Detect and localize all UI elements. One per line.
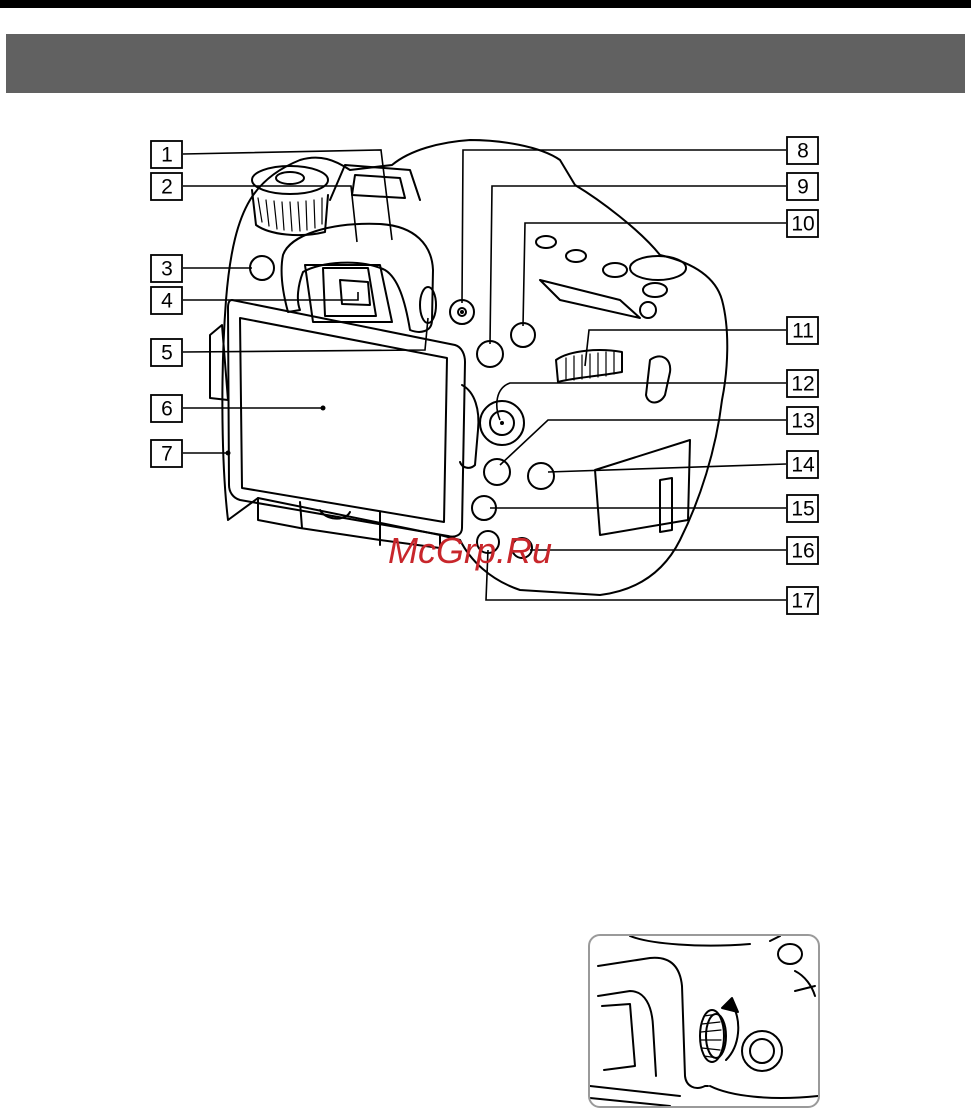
callout-10: 10 bbox=[791, 213, 814, 236]
diopter-adjust-inset bbox=[588, 934, 820, 1108]
callout-16: 16 bbox=[791, 540, 814, 563]
callout-9: 9 bbox=[797, 176, 809, 199]
callout-11: 11 bbox=[792, 320, 814, 343]
callout-13: 13 bbox=[791, 410, 814, 433]
callout-6: 6 bbox=[161, 398, 173, 421]
callout-3: 3 bbox=[161, 258, 173, 281]
callout-5: 5 bbox=[161, 342, 173, 365]
callout-15: 15 bbox=[791, 498, 814, 521]
callout-17: 17 bbox=[791, 590, 814, 613]
callout-2: 2 bbox=[161, 176, 173, 199]
callout-14: 14 bbox=[791, 454, 815, 477]
watermark-text: McGrp.Ru bbox=[388, 530, 552, 572]
callout-1: 1 bbox=[161, 144, 173, 167]
diopter-detail-drawing bbox=[590, 936, 818, 1106]
callout-12: 12 bbox=[791, 373, 814, 396]
callout-8: 8 bbox=[797, 140, 809, 163]
callout-7: 7 bbox=[161, 443, 173, 466]
callout-4: 4 bbox=[161, 290, 173, 313]
